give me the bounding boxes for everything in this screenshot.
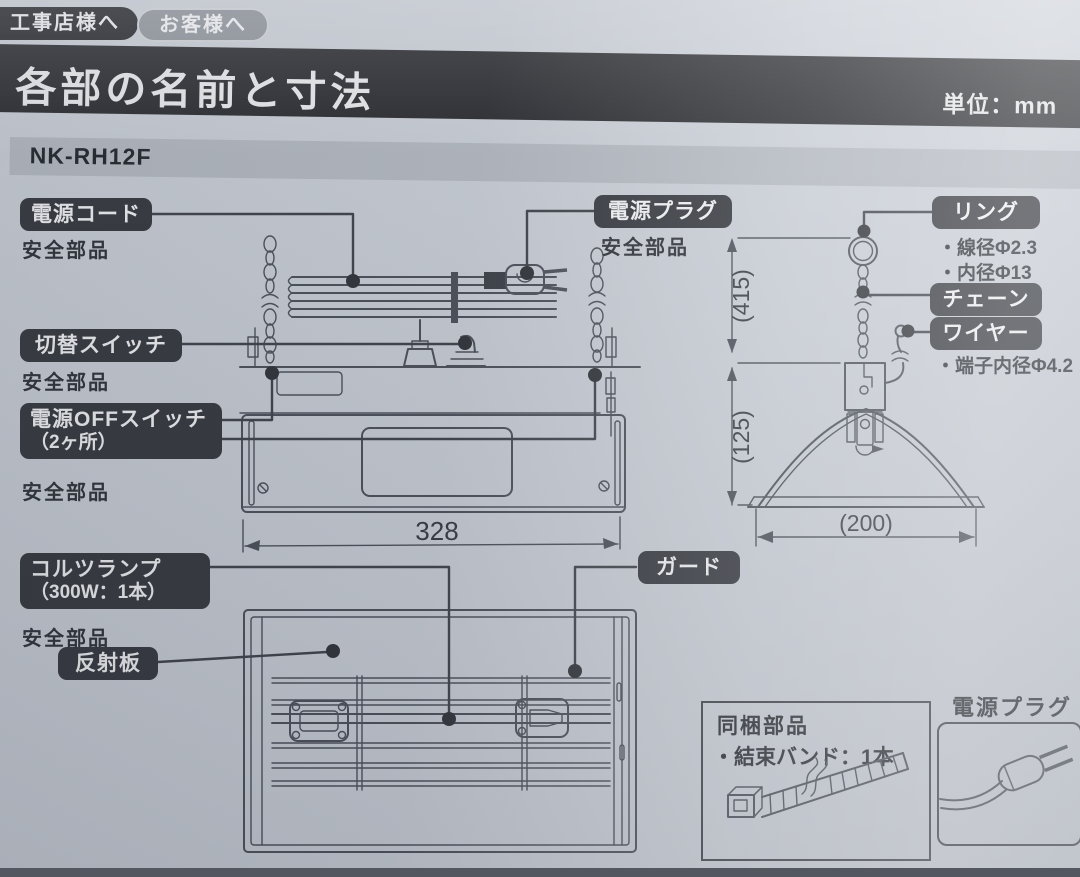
plug-inset-drawing bbox=[939, 744, 1074, 811]
side-chain bbox=[854, 264, 872, 359]
label-quartz-lamp-text2: （300W：1本） bbox=[30, 582, 167, 604]
right-chain bbox=[588, 247, 606, 363]
lamp-tube bbox=[271, 698, 611, 742]
label-quartz-lamp-text: コルツランプ bbox=[30, 558, 162, 581]
plug-inset-title: 電源プラグ bbox=[952, 695, 1073, 720]
label-power-off-switch: 電源OFFスイッチ （2ヶ所） bbox=[20, 403, 222, 459]
note-power-plug: 安全部品 bbox=[601, 237, 689, 259]
label-power-off-switch-text2: （2ヶ所） bbox=[30, 432, 117, 454]
label-selector-switch: 切替スイッチ bbox=[20, 329, 182, 363]
label-wire: ワイヤー bbox=[930, 317, 1042, 351]
dim-415-label: (415) bbox=[728, 269, 754, 323]
side-view-leaders bbox=[856, 210, 934, 338]
bottom-view-leaders bbox=[156, 565, 638, 726]
plug-inset-box bbox=[937, 722, 1080, 846]
cord-plug-drawing bbox=[484, 264, 568, 295]
label-chain-text: チェーン bbox=[942, 288, 1030, 311]
label-reflector: 反射板 bbox=[58, 647, 158, 681]
tab-customer-label: お客様へ bbox=[159, 14, 247, 36]
dim-125-label: (125) bbox=[728, 410, 754, 464]
bottom-view-diagram bbox=[156, 565, 638, 853]
dim-328: 328 bbox=[242, 516, 621, 553]
note-quartz-lamp: 安全部品 bbox=[22, 628, 110, 650]
guard-grille bbox=[271, 675, 611, 791]
photo-bottom-edge bbox=[0, 868, 1080, 877]
included-parts-title: 同梱部品 bbox=[717, 715, 809, 738]
label-quartz-lamp: コルツランプ （300W：1本） bbox=[20, 553, 210, 609]
label-chain: チェーン bbox=[930, 283, 1042, 317]
spec-ring-inner-dia: ・内径Φ13 bbox=[938, 263, 1032, 284]
label-power-plug: 電源プラグ bbox=[594, 195, 732, 229]
label-guard-text: ガード bbox=[656, 556, 722, 579]
note-selector-switch: 安全部品 bbox=[22, 372, 110, 394]
tab-contractor-label: 工事店様へ bbox=[10, 12, 120, 34]
included-parts-item: ・結束バンド：1本 bbox=[713, 746, 894, 769]
label-guard: ガード bbox=[638, 551, 740, 585]
dim-328-label: 328 bbox=[415, 516, 458, 546]
top-view-leaders bbox=[148, 209, 602, 441]
label-ring-text: リング bbox=[953, 201, 1019, 224]
top-view-diagram: 328 bbox=[148, 209, 641, 553]
tab-contractor: 工事店様へ bbox=[0, 7, 138, 40]
switch-housing bbox=[844, 362, 886, 411]
spec-ring-wire-dia: ・線径Φ2.3 bbox=[938, 238, 1038, 259]
label-power-cord: 電源コード bbox=[20, 198, 152, 232]
label-ring: リング bbox=[932, 196, 1040, 230]
label-wire-text: ワイヤー bbox=[942, 322, 1030, 345]
label-power-cord-text: 電源コード bbox=[31, 203, 141, 226]
dim-200: (200) bbox=[755, 508, 977, 547]
spec-wire-terminal-dia: ・端子内径Φ4.2 bbox=[936, 356, 1074, 377]
reflector-shade-drawing bbox=[747, 408, 985, 508]
dim-200-label: (200) bbox=[839, 510, 893, 536]
label-power-plug-text: 電源プラグ bbox=[608, 200, 718, 223]
included-parts-box: 同梱部品 ・結束バンド：1本 bbox=[701, 701, 931, 861]
side-view-diagram: (415) (125) (200) bbox=[727, 210, 985, 547]
label-selector-switch-text: 切替スイッチ bbox=[35, 334, 167, 357]
coiled-cord bbox=[287, 272, 557, 323]
note-power-cord: 安全部品 bbox=[22, 240, 110, 262]
note-power-off-switch: 安全部品 bbox=[22, 482, 110, 504]
lamp-socket-drawing bbox=[846, 411, 884, 456]
tab-customer: お客様へ bbox=[137, 8, 269, 42]
label-power-off-switch-text: 電源OFFスイッチ bbox=[30, 408, 207, 431]
dim-vertical: (415) (125) bbox=[727, 237, 851, 506]
cable-tie-drawing bbox=[727, 752, 909, 818]
label-reflector-text: 反射板 bbox=[75, 652, 141, 675]
unit-body bbox=[239, 327, 641, 513]
